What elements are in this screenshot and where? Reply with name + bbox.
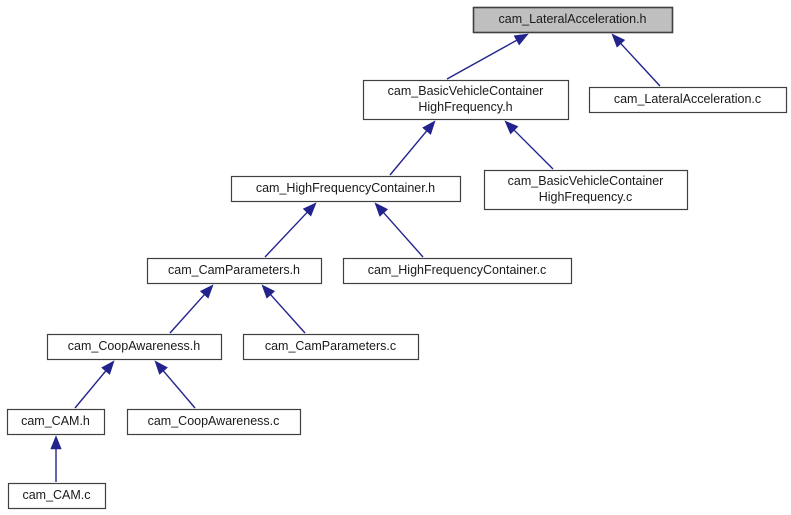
node-label: cam_CamParameters.h <box>168 263 300 277</box>
arrow-head-icon <box>422 120 436 135</box>
node-box[interactable] <box>242 333 420 361</box>
dependency-edge <box>169 284 214 334</box>
edge-line <box>270 294 306 334</box>
graph-node-cam_h[interactable]: cam_CAM.h <box>6 408 106 436</box>
dependency-edge <box>261 284 306 334</box>
edge-line <box>446 39 517 80</box>
edge-line <box>264 211 308 258</box>
arrow-head-icon <box>261 284 276 299</box>
node-label: cam_BasicVehicleContainer <box>388 84 544 98</box>
arrow-head-icon <box>611 33 626 48</box>
node-label: HighFrequency.h <box>418 100 512 114</box>
arrow-head-icon <box>504 120 519 135</box>
node-box[interactable] <box>342 257 573 285</box>
edge-line <box>169 294 205 334</box>
graph-node-hfc_c[interactable]: cam_HighFrequencyContainer.c <box>342 257 573 285</box>
node-box[interactable] <box>230 175 462 203</box>
graph-node-camparams_c[interactable]: cam_CamParameters.c <box>242 333 420 361</box>
node-box[interactable] <box>472 6 674 34</box>
edge-line <box>74 370 107 409</box>
arrow-head-icon <box>154 360 168 375</box>
graph-node-coop_h[interactable]: cam_CoopAwareness.h <box>46 333 223 361</box>
graph-node-lateral_c[interactable]: cam_LateralAcceleration.c <box>588 86 788 114</box>
node-box[interactable] <box>46 333 223 361</box>
node-label: cam_CamParameters.c <box>265 339 396 353</box>
node-box[interactable] <box>146 257 323 285</box>
node-label: cam_CoopAwareness.h <box>68 339 201 353</box>
dependency-edge <box>611 33 661 87</box>
edge-line <box>162 370 196 409</box>
arrow-head-icon <box>50 435 62 450</box>
node-box[interactable] <box>126 408 302 436</box>
dependency-edge <box>446 33 529 80</box>
arrow-head-icon <box>513 33 529 46</box>
dependency-edge <box>504 120 554 170</box>
dependency-edge <box>74 360 115 409</box>
nodes-layer: cam_LateralAcceleration.h cam_BasicVehicl… <box>6 6 788 510</box>
arrow-head-icon <box>374 202 389 217</box>
node-label: cam_HighFrequencyContainer.c <box>368 263 547 277</box>
node-label: cam_BasicVehicleContainer <box>508 174 664 188</box>
dependency-edge <box>389 120 436 176</box>
dependency-edge <box>50 435 62 482</box>
node-label: cam_HighFrequencyContainer.h <box>256 181 435 195</box>
node-label: cam_CoopAwareness.c <box>148 414 280 428</box>
graph-node-hfc_h[interactable]: cam_HighFrequencyContainer.h <box>230 175 462 203</box>
arrow-head-icon <box>199 284 214 299</box>
node-label: HighFrequency.c <box>539 190 633 204</box>
dependency-edge <box>374 202 424 258</box>
node-box[interactable] <box>362 79 570 121</box>
edge-line <box>620 43 661 87</box>
edge-line <box>513 129 554 170</box>
node-box[interactable] <box>7 482 107 510</box>
dependency-edge <box>264 202 317 258</box>
edge-line <box>383 212 424 258</box>
node-label: cam_LateralAcceleration.c <box>614 92 761 106</box>
edge-line <box>389 130 428 176</box>
graph-node-lateral_h[interactable]: cam_LateralAcceleration.h <box>472 6 674 34</box>
node-label: cam_CAM.h <box>21 414 90 428</box>
node-box[interactable] <box>588 86 788 114</box>
arrow-head-icon <box>302 202 317 217</box>
graph-node-coop_c[interactable]: cam_CoopAwareness.c <box>126 408 302 436</box>
edges-layer <box>50 33 661 482</box>
node-label: cam_CAM.c <box>22 488 90 502</box>
arrow-head-icon <box>101 360 115 375</box>
node-box[interactable] <box>6 408 106 436</box>
node-label: cam_LateralAcceleration.h <box>499 12 647 26</box>
dependency-edge <box>154 360 196 409</box>
graph-node-camparams_h[interactable]: cam_CamParameters.h <box>146 257 323 285</box>
graph-node-cam_c[interactable]: cam_CAM.c <box>7 482 107 510</box>
node-box[interactable] <box>483 169 689 211</box>
